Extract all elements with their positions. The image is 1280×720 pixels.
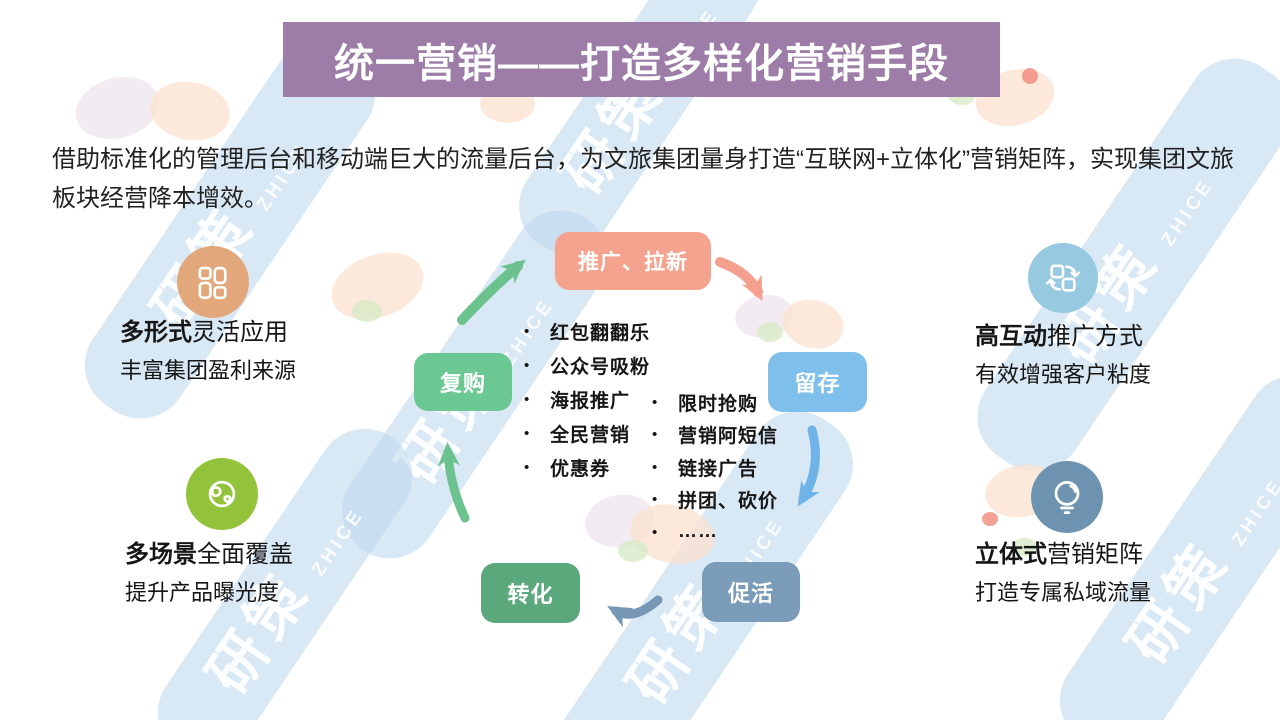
- bullet-icon: •: [652, 393, 658, 411]
- node-activate: 促活: [702, 562, 800, 622]
- retain-list: •限时抢购 •营销阿短信 •链接广告 •拼团、砍价 •……: [648, 386, 778, 549]
- list-item: •红包翻翻乐: [520, 314, 650, 348]
- list-item: •限时抢购: [648, 386, 778, 419]
- bullet-icon: •: [524, 356, 530, 374]
- feature-title: 高互动推广方式: [975, 323, 1143, 350]
- list-item: •优惠券: [520, 450, 650, 484]
- bullet-icon: •: [524, 458, 530, 476]
- feature-subtitle: 丰富集团盈利来源: [120, 358, 297, 383]
- arrow-promote-to-retain: [715, 257, 763, 301]
- bullet-icon: •: [524, 390, 530, 408]
- feature-stereo-matrix-text: 立体式营销矩阵 打造专属私域流量: [975, 540, 1151, 608]
- intro-paragraph: 借助标准化的管理后台和移动端巨大的流量后台，为文旅集团量身打造“互联网+立体化”…: [52, 146, 1234, 212]
- logo-blob: [757, 322, 783, 342]
- logo-blob: [1022, 68, 1038, 84]
- title-banner: 统一营销——打造多样化营销手段: [283, 22, 1000, 97]
- feature-title: 多形式灵活应用: [120, 319, 288, 346]
- logo-blob: [1012, 538, 1038, 556]
- feature-subtitle: 提升产品曝光度: [125, 580, 280, 605]
- logo-blob: [352, 300, 382, 322]
- page-title: 统一营销——打造多样化营销手段: [334, 41, 949, 86]
- feature-high-interaction-icon-circle: [1028, 243, 1098, 313]
- list-item: •公众号吸粉: [520, 348, 650, 382]
- bullet-icon: •: [524, 424, 530, 442]
- feature-multi-form-icon-circle: [177, 246, 249, 318]
- feature-stereo-matrix-icon-circle: [1031, 461, 1103, 533]
- bullet-icon: •: [524, 322, 530, 340]
- bullet-icon: •: [652, 523, 658, 541]
- node-promote: 推广、拉新: [555, 232, 711, 290]
- list-item: •营销阿短信: [648, 419, 778, 452]
- feature-multi-scene-text: 多场景全面覆盖 提升产品曝光度: [125, 540, 293, 608]
- logo-blob: [618, 540, 648, 562]
- feature-title: 立体式营销矩阵: [975, 541, 1143, 568]
- bullet-icon: •: [652, 458, 658, 476]
- list-item: •链接广告: [648, 451, 778, 484]
- feature-multi-form-text: 多形式灵活应用 丰富集团盈利来源: [120, 318, 296, 386]
- list-item: •……: [648, 516, 778, 549]
- list-item: •拼团、砍价: [648, 484, 778, 517]
- list-item: •全民营销: [520, 416, 650, 450]
- logo-blob: [145, 75, 235, 147]
- node-retain: 留存: [768, 352, 867, 412]
- feature-multi-scene-icon-circle: [186, 458, 258, 530]
- apps-grid-icon: [198, 266, 227, 300]
- list-item: •海报推广: [520, 382, 650, 416]
- globe-icon: [208, 480, 236, 508]
- bulb-icon: [1054, 480, 1080, 514]
- sync-icon: [1045, 264, 1081, 292]
- feature-high-interaction-text: 高互动推广方式 有效增强客户粘度: [975, 322, 1151, 390]
- node-convert: 转化: [481, 563, 580, 623]
- logo-blob: [982, 512, 998, 526]
- node-repurchase: 复购: [414, 353, 512, 411]
- feature-subtitle: 有效增强客户粘度: [975, 362, 1152, 387]
- bullet-icon: •: [652, 491, 658, 509]
- bullet-icon: •: [652, 426, 658, 444]
- promote-list: •红包翻翻乐 •公众号吸粉 •海报推广 •全民营销 •优惠券: [520, 314, 650, 484]
- feature-title: 多场景全面覆盖: [125, 541, 293, 568]
- feature-subtitle: 打造专属私域流量: [975, 580, 1152, 605]
